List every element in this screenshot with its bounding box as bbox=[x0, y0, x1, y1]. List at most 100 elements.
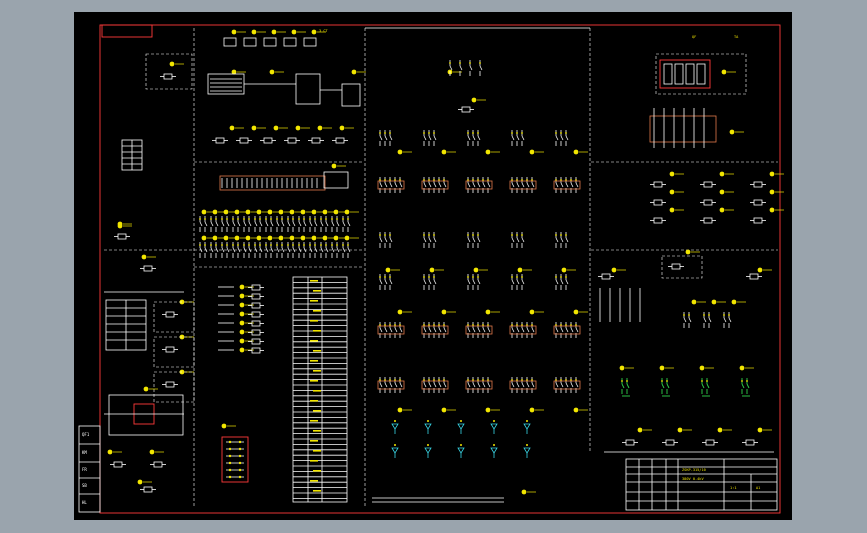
component-marker bbox=[517, 267, 523, 273]
component-marker bbox=[769, 171, 775, 177]
component-marker bbox=[269, 69, 275, 75]
component-marker bbox=[267, 235, 273, 241]
section-dividers bbox=[104, 27, 778, 508]
contactor-block bbox=[421, 180, 449, 190]
component-marker bbox=[529, 309, 535, 315]
component-marker bbox=[239, 329, 245, 335]
component-marker bbox=[322, 235, 328, 241]
upper-right-panel bbox=[659, 59, 711, 89]
component-marker bbox=[344, 235, 350, 241]
title-row-2: 380V 0.4kV bbox=[682, 477, 704, 481]
component-marker bbox=[231, 69, 237, 75]
component-marker bbox=[107, 449, 113, 455]
component-marker bbox=[691, 299, 697, 305]
diode-symbol bbox=[424, 423, 432, 430]
component-marker bbox=[289, 235, 295, 241]
component-marker bbox=[239, 320, 245, 326]
component-marker bbox=[619, 365, 625, 371]
component-marker bbox=[231, 29, 237, 35]
component-marker bbox=[719, 171, 725, 177]
drawing-frame bbox=[99, 24, 781, 514]
component-marker bbox=[529, 149, 535, 155]
contactor-block bbox=[509, 325, 537, 335]
component-marker bbox=[397, 149, 403, 155]
legend-left-2: KM bbox=[82, 450, 87, 455]
component-marker bbox=[757, 427, 763, 433]
contactor-block bbox=[509, 380, 537, 390]
component-marker bbox=[669, 207, 675, 213]
legend-left-1: QF1 bbox=[82, 432, 90, 437]
component-marker bbox=[685, 249, 691, 255]
component-marker bbox=[739, 365, 745, 371]
component-marker bbox=[331, 163, 337, 169]
component-marker bbox=[278, 235, 284, 241]
component-marker bbox=[300, 209, 306, 215]
component-marker bbox=[311, 209, 317, 215]
component-marker bbox=[731, 299, 737, 305]
component-marker bbox=[239, 284, 245, 290]
legend-left-4: SB bbox=[82, 483, 87, 488]
component-marker bbox=[311, 235, 317, 241]
component-marker bbox=[719, 207, 725, 213]
component-marker bbox=[317, 125, 323, 131]
diode-symbol bbox=[457, 447, 465, 454]
component-marker bbox=[289, 209, 295, 215]
contactor-block bbox=[553, 325, 581, 335]
component-marker bbox=[711, 299, 717, 305]
component-marker bbox=[397, 407, 403, 413]
component-marker bbox=[717, 427, 723, 433]
legend-left-5: HL bbox=[82, 500, 87, 505]
component-marker bbox=[117, 223, 123, 229]
tag-top-right-1: QF bbox=[692, 35, 696, 39]
component-marker bbox=[333, 235, 339, 241]
component-marker bbox=[677, 427, 683, 433]
contactor-block bbox=[377, 325, 405, 335]
component-marker bbox=[295, 125, 301, 131]
component-marker bbox=[300, 235, 306, 241]
component-marker bbox=[485, 309, 491, 315]
component-marker bbox=[141, 254, 147, 260]
component-marker bbox=[245, 209, 251, 215]
component-marker bbox=[169, 61, 175, 67]
component-marker bbox=[239, 338, 245, 344]
schematic-symbols bbox=[104, 29, 784, 503]
component-marker bbox=[239, 347, 245, 353]
component-marker bbox=[251, 29, 257, 35]
component-marker bbox=[273, 125, 279, 131]
contactor-block bbox=[465, 380, 493, 390]
upper-right-box bbox=[655, 53, 747, 95]
component-marker bbox=[223, 209, 229, 215]
legend-left-3: FR bbox=[82, 467, 87, 472]
title-row-1: ZSKP-315/10 bbox=[682, 468, 706, 472]
component-marker bbox=[201, 209, 207, 215]
component-marker bbox=[137, 479, 143, 485]
component-marker bbox=[239, 311, 245, 317]
component-marker bbox=[669, 171, 675, 177]
component-marker bbox=[769, 207, 775, 213]
component-marker bbox=[769, 189, 775, 195]
component-marker bbox=[573, 149, 579, 155]
component-marker bbox=[473, 267, 479, 273]
component-marker bbox=[429, 267, 435, 273]
component-marker bbox=[201, 235, 207, 241]
diode-symbol bbox=[523, 423, 531, 430]
diode-symbol bbox=[523, 447, 531, 454]
diode-symbol bbox=[391, 447, 399, 454]
component-marker bbox=[351, 69, 357, 75]
component-marker bbox=[271, 29, 277, 35]
component-marker bbox=[637, 427, 643, 433]
title-row-3: 1:1 bbox=[730, 486, 737, 490]
component-marker bbox=[291, 29, 297, 35]
electrical-schematic: QF1 KM FR SB HL 3 CT QF TA ZSKP-315/10 bbox=[78, 24, 784, 514]
drawing-number-box bbox=[101, 24, 153, 38]
drawing-sheet: QF1 KM FR SB HL 3 CT QF TA ZSKP-315/10 bbox=[74, 12, 792, 520]
component-marker bbox=[234, 235, 240, 241]
diode-symbol bbox=[490, 447, 498, 454]
component-marker bbox=[397, 309, 403, 315]
component-marker bbox=[573, 309, 579, 315]
tag-top-right-2: TA bbox=[734, 35, 739, 39]
component-marker bbox=[721, 69, 727, 75]
component-marker bbox=[611, 267, 617, 273]
component-marker bbox=[149, 449, 155, 455]
component-marker bbox=[441, 149, 447, 155]
